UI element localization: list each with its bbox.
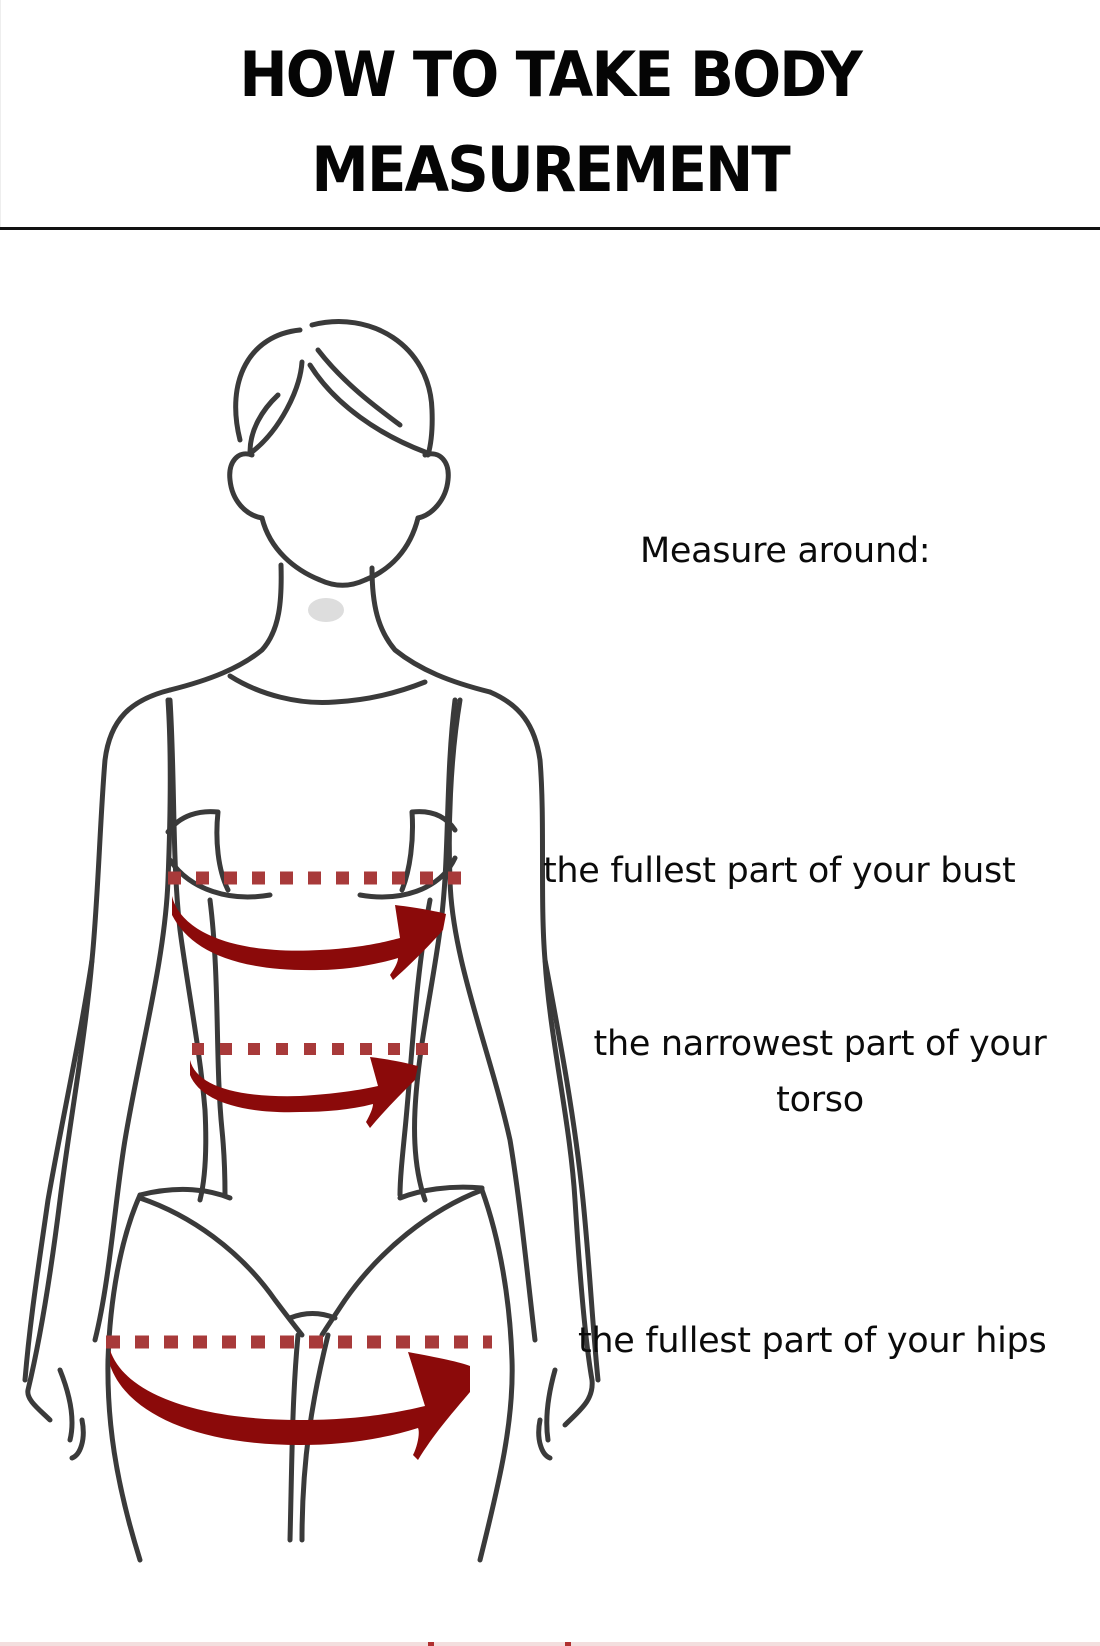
left-forearm-outer	[22, 957, 95, 1383]
hair-strand-1	[307, 362, 428, 455]
header-divider	[0, 227, 1100, 230]
hips-arrow	[110, 1350, 470, 1460]
left-arm-inner	[92, 697, 173, 1343]
page-title-line-2: MEASUREMENT	[311, 133, 790, 206]
left-shoulder	[25, 687, 173, 1423]
right-bust-top	[399, 809, 458, 893]
hair-left-inner	[247, 392, 281, 455]
measure-around-heading: Measure around:	[640, 531, 931, 571]
neck-shadow	[308, 598, 344, 622]
header: HOW TO TAKE BODY MEASUREMENT	[0, 0, 1100, 230]
right-forearm-outer	[542, 957, 601, 1383]
neck-right	[369, 565, 493, 695]
right-hip	[477, 1187, 515, 1563]
face-outline	[259, 515, 421, 588]
hair-fringe	[249, 359, 305, 455]
page-title-line-1: HOW TO TAKE BODY	[239, 38, 862, 111]
right-arm-inner	[446, 697, 538, 1343]
briefs-waistband	[137, 1184, 485, 1201]
torso-right	[412, 697, 458, 1203]
left-hand	[57, 1367, 86, 1461]
right-ear	[415, 451, 451, 521]
left-ear	[227, 451, 265, 521]
right-shoulder	[487, 689, 595, 1428]
bottom-edge-strip	[0, 1642, 1100, 1646]
left-bust-top	[165, 809, 231, 893]
bottom-edge-mark	[565, 1642, 571, 1646]
left-hip	[105, 1192, 143, 1563]
right-bust-curve	[357, 855, 458, 900]
neck-left	[167, 562, 284, 693]
body-outline	[22, 319, 601, 1563]
bottom-edge-mark	[428, 1642, 434, 1646]
hips-label: the fullest part of your hips	[578, 1321, 1047, 1361]
left-edge-line	[0, 0, 1, 229]
hair-strand-2	[315, 347, 403, 428]
right-hand	[536, 1367, 558, 1461]
torso-left	[167, 697, 209, 1203]
waist-label: the narrowest part of your torso	[593, 1024, 1047, 1120]
briefs-left-leg	[137, 1195, 305, 1338]
neckline	[227, 673, 428, 705]
bust-label: the fullest part of your bust	[543, 851, 1016, 891]
bust-arrow	[172, 896, 446, 980]
briefs-crotch	[287, 1311, 338, 1321]
torso-right-inner	[397, 897, 433, 1198]
briefs-right-leg	[319, 1187, 485, 1338]
waist-arrow	[190, 1057, 418, 1128]
hair-outline	[233, 319, 435, 458]
